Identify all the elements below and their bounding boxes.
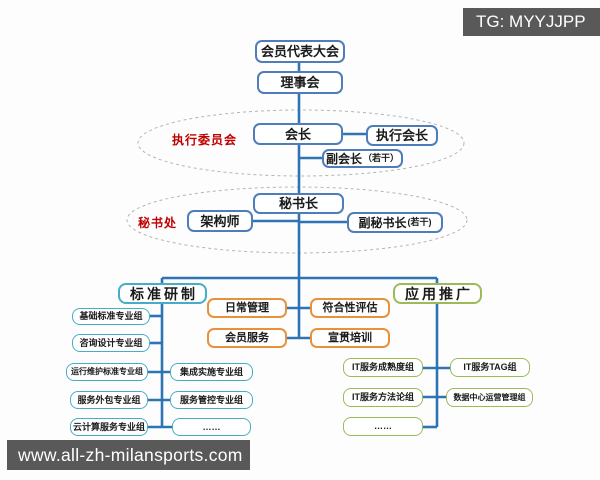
node-service-outsourcing-group: 服务外包专业组 — [70, 391, 148, 409]
watermark-bottom-text: www.all-zh-milansports.com — [18, 444, 243, 465]
node-basic-standards-group: 基础标准专业组 — [72, 308, 150, 325]
node-member-service: 会员服务 — [207, 328, 287, 348]
node-it-service-tag-group: IT服务TAG组 — [450, 358, 530, 377]
node-datacenter-operations-group: 数据中心运营管理组 — [446, 388, 533, 407]
secretariat-label: 秘书处 — [138, 216, 178, 230]
node-daily-management: 日常管理 — [207, 298, 287, 318]
node-std-more-ellipsis: …… — [172, 418, 251, 436]
watermark-top-text: TG: MYYJJPP — [476, 12, 586, 31]
node-deputy-secretary-general: 副秘书长(若干) — [347, 212, 443, 233]
node-conformity-assessment: 符合性评估 — [310, 298, 390, 318]
node-executive-president: 执行会长 — [366, 125, 438, 146]
node-deputy-sg-main: 副秘书长 — [358, 215, 407, 230]
node-council: 理事会 — [257, 71, 343, 94]
watermark-bottom-badge: www.all-zh-milansports.com — [7, 440, 250, 470]
node-secretary-general: 秘书长 — [253, 193, 344, 214]
node-member-assembly: 会员代表大会 — [255, 40, 345, 63]
node-operation-maintenance-group: 运行维护标准专业组 — [66, 363, 148, 381]
node-deputy-sg-suffix: (若干) — [407, 217, 432, 227]
node-training: 宣贯培训 — [310, 328, 390, 348]
node-it-service-maturity-group: IT服务成熟度组 — [343, 358, 423, 377]
node-cloud-computing-group: 云计算服务专业组 — [70, 418, 148, 436]
node-consulting-design-group: 咨询设计专业组 — [72, 334, 150, 352]
node-vice-president: 副会长（若干） — [322, 149, 403, 168]
node-architect: 架构师 — [187, 210, 253, 232]
node-integration-implementation-group: 集成实施专业组 — [170, 363, 253, 381]
node-vice-president-main: 副会长 — [325, 151, 362, 166]
watermark-top-badge: TG: MYYJJPP — [463, 8, 600, 36]
node-it-service-methodology-group: IT服务方法论组 — [343, 388, 423, 407]
secretariat-ellipse — [126, 186, 468, 254]
node-application-promotion: 应用推广 — [393, 283, 482, 304]
executive-committee-label: 执行委员会 — [172, 133, 238, 147]
node-president: 会长 — [253, 123, 343, 145]
node-vice-president-suffix: （若干） — [363, 153, 400, 163]
node-app-more-ellipsis: …… — [343, 417, 423, 436]
executive-committee-ellipse — [137, 109, 465, 177]
node-standard-development: 标准研制 — [118, 283, 207, 304]
node-service-control-group: 服务管控专业组 — [170, 391, 253, 409]
